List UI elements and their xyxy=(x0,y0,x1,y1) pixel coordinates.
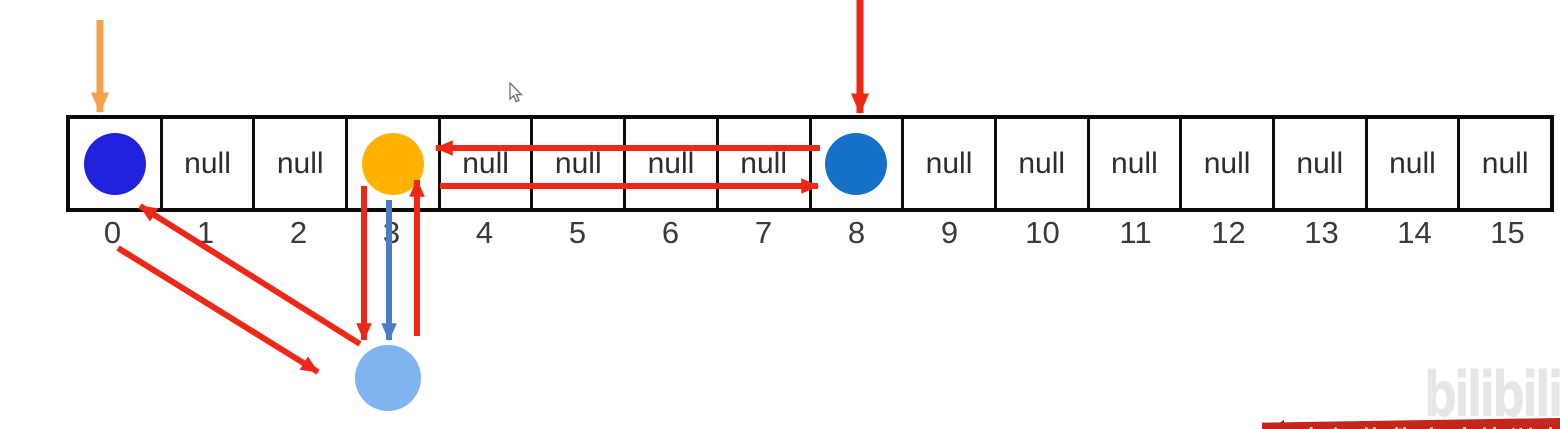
array-cell-10: null xyxy=(993,119,1087,208)
banner-slogan-text: 高级软件人才培训专家 xyxy=(1300,420,1560,429)
diag-cell0-to-node-arrow xyxy=(116,245,320,375)
entry-circle-0 xyxy=(83,132,146,195)
index-label-6: 6 xyxy=(661,215,680,250)
index-label-5: 5 xyxy=(568,215,587,250)
index-label-1: 1 xyxy=(196,215,215,250)
index-label-0: 0 xyxy=(103,215,122,250)
index-label-4: 4 xyxy=(475,215,494,250)
array-cell-5: null xyxy=(530,119,623,208)
index-label-15: 15 xyxy=(1490,215,1525,250)
index-label-12: 12 xyxy=(1211,215,1246,250)
detached-entry-circle xyxy=(355,345,421,411)
null-label-5: null xyxy=(554,146,602,180)
index-label-3: 3 xyxy=(382,215,401,250)
array-cell-13: null xyxy=(1271,119,1365,208)
bilibili-watermark-logo: bilibili xyxy=(1424,358,1560,429)
array-cell-4: null xyxy=(437,119,531,208)
null-label-6: null xyxy=(647,146,695,180)
index-label-11: 11 xyxy=(1119,215,1152,250)
null-label-9: null xyxy=(925,146,973,180)
index-label-9: 9 xyxy=(940,215,959,250)
null-label-4: null xyxy=(462,146,509,180)
array-cell-7: null xyxy=(715,119,809,208)
entry-circle-8 xyxy=(825,132,888,195)
index-label-7: 7 xyxy=(754,215,773,250)
null-label-2: null xyxy=(276,146,324,180)
null-label-13: null xyxy=(1296,146,1344,180)
slogan-banner: 高级软件人才培训专家 xyxy=(1248,414,1560,429)
index-label-10: 10 xyxy=(1025,215,1060,250)
banner-band xyxy=(1262,418,1560,429)
array-cell-11: null xyxy=(1086,119,1180,208)
array-cell-9: null xyxy=(901,119,994,208)
array-cell-15: null xyxy=(1457,119,1550,208)
index-label-2: 2 xyxy=(289,215,308,250)
array-cell-12: null xyxy=(1179,119,1272,208)
array-cell-3 xyxy=(345,119,438,208)
array-cell-6: null xyxy=(623,119,716,208)
mouse-cursor-icon xyxy=(509,82,523,103)
hash-array: null null null null null null null null null null… xyxy=(66,115,1554,212)
array-cell-0 xyxy=(70,119,160,208)
array-cell-1: null xyxy=(159,119,253,208)
null-label-10: null xyxy=(1018,146,1066,180)
null-label-14: null xyxy=(1389,146,1436,180)
index-label-13: 13 xyxy=(1304,215,1339,250)
null-label-15: null xyxy=(1481,146,1529,180)
null-label-12: null xyxy=(1203,146,1251,180)
null-label-7: null xyxy=(740,146,787,180)
array-cell-2: null xyxy=(252,119,345,208)
index-label-8: 8 xyxy=(847,215,866,250)
null-label-1: null xyxy=(184,146,231,180)
null-label-11: null xyxy=(1111,146,1158,180)
array-cell-8 xyxy=(808,119,902,208)
array-cell-14: null xyxy=(1364,119,1458,208)
index-label-14: 14 xyxy=(1397,215,1432,250)
entry-circle-3 xyxy=(361,132,424,195)
